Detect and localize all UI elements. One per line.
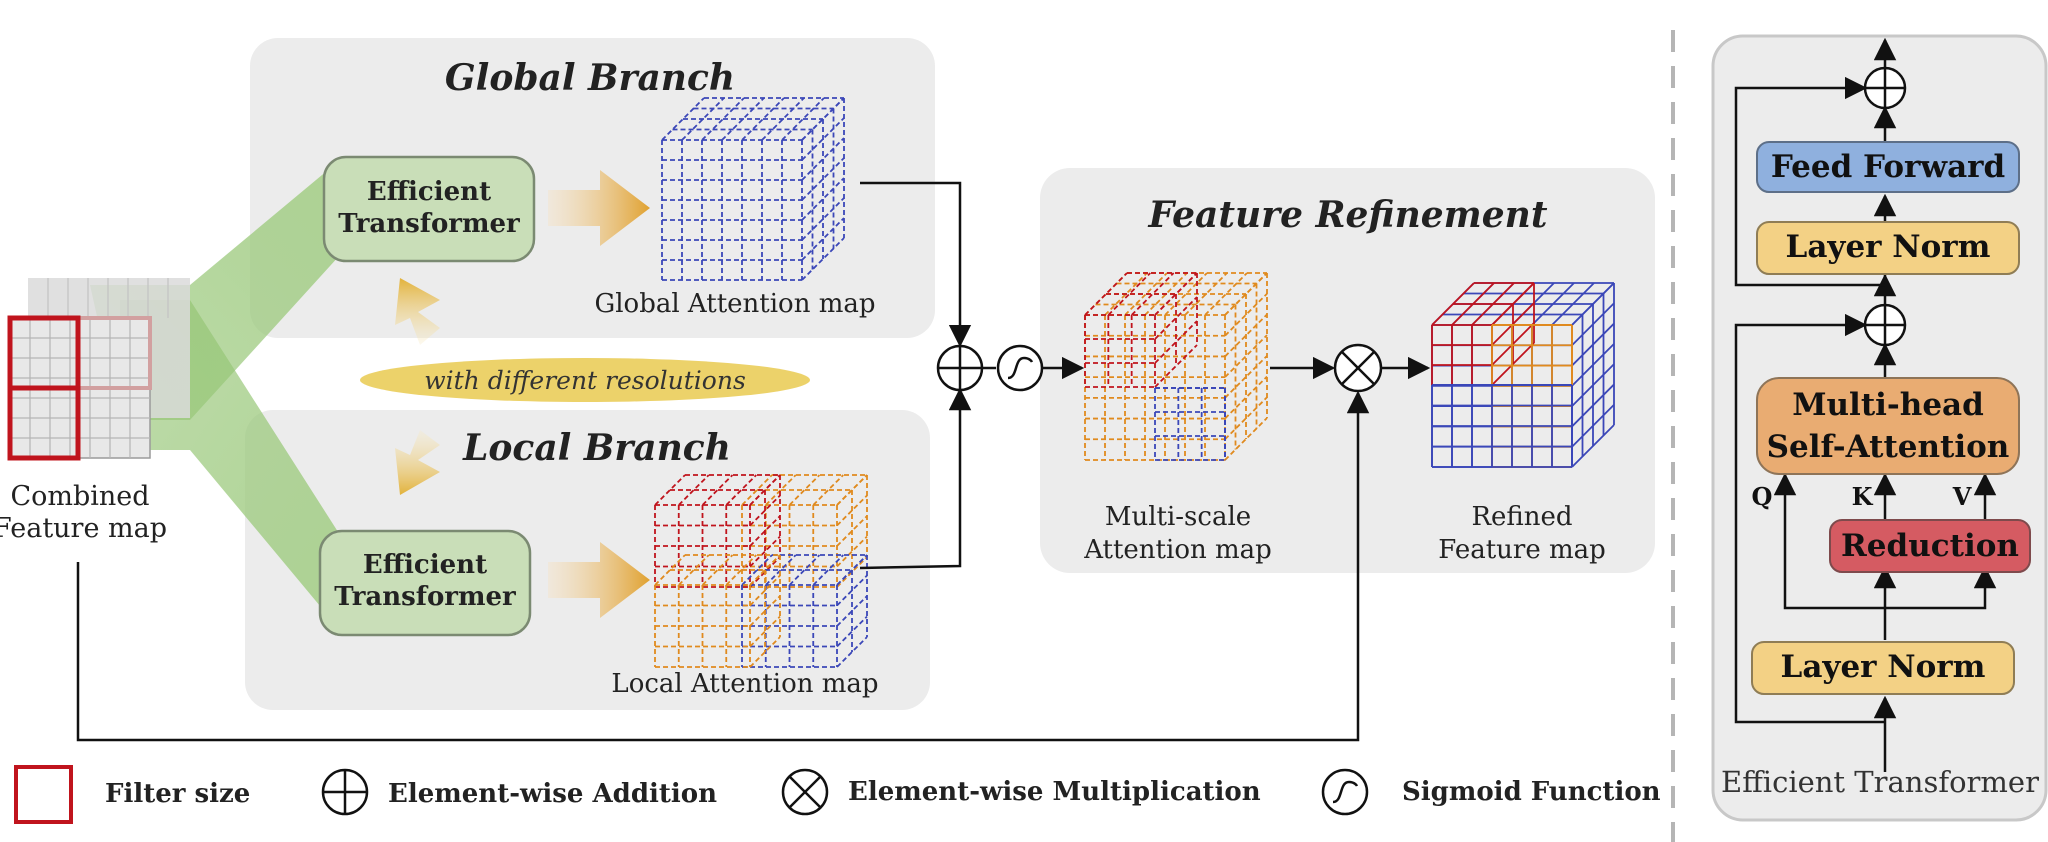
refined-label-line2: Feature map bbox=[1438, 535, 1606, 565]
local-to-add-connector bbox=[859, 387, 972, 570]
feed-forward-box bbox=[1756, 141, 2020, 193]
resolution-ellipse bbox=[360, 358, 810, 402]
resolution-note: with different resolutions bbox=[424, 366, 746, 395]
mhsa-label-line2: Self-Attention bbox=[1767, 429, 2010, 465]
refined-label-line1: Refined bbox=[1471, 502, 1572, 532]
up-yellow-arrow bbox=[395, 278, 440, 345]
legend-multiplication-icon bbox=[781, 768, 829, 816]
multiscale-label-line1: Multi-scale bbox=[1105, 502, 1251, 532]
element-wise-addition-node bbox=[936, 344, 984, 392]
local-transformer-label-line2: Transformer bbox=[334, 582, 516, 612]
mhsa-box bbox=[1756, 377, 2020, 475]
legend-filter-size-label: Filter size bbox=[105, 779, 250, 809]
legend-addition-label: Element-wise Addition bbox=[388, 779, 717, 809]
multiscale-attention-cube bbox=[1084, 272, 1268, 461]
efficient-transformer-caption: Efficient Transformer bbox=[1721, 765, 2039, 799]
local-attention-map-label: Local Attention map bbox=[611, 669, 878, 699]
global-orange-arrow bbox=[548, 170, 650, 246]
legend-filter-size-swatch bbox=[14, 765, 73, 824]
global-to-add-connector bbox=[860, 181, 972, 348]
refined-feature-cube bbox=[1431, 282, 1615, 468]
combined-map-label-line2: Feature map bbox=[0, 513, 167, 544]
layer-norm-top-label: Layer Norm bbox=[1786, 229, 1991, 265]
legend-sigmoid-label: Sigmoid Function bbox=[1402, 777, 1661, 807]
local-branch-title: Local Branch bbox=[462, 427, 731, 469]
layer-norm-bottom-label: Layer Norm bbox=[1781, 649, 1986, 685]
layer-norm-bottom-box bbox=[1751, 641, 2015, 695]
legend-addition-icon bbox=[321, 768, 369, 816]
global-transformer-label-line2: Transformer bbox=[338, 209, 520, 239]
layer-norm-top-box bbox=[1756, 221, 2020, 275]
reduction-label: Reduction bbox=[1841, 528, 2019, 564]
skip-connection bbox=[76, 390, 1370, 742]
global-attention-map-label: Global Attention map bbox=[594, 289, 875, 319]
v-label: V bbox=[1952, 482, 1972, 511]
local-transformer-label-line1: Efficient bbox=[363, 550, 487, 580]
local-efficient-transformer-box bbox=[318, 529, 532, 637]
legend-sigmoid-icon bbox=[1321, 768, 1369, 816]
global-transformer-label-line1: Efficient bbox=[367, 177, 491, 207]
legend-multiplication-label: Element-wise Multiplication bbox=[848, 777, 1261, 807]
feed-forward-label: Feed Forward bbox=[1771, 149, 2005, 185]
element-wise-multiplication-node bbox=[1333, 343, 1383, 393]
sigmoid-node bbox=[996, 344, 1044, 392]
local-orange-arrow bbox=[548, 542, 650, 618]
down-yellow-arrow bbox=[395, 430, 440, 495]
reduction-box bbox=[1829, 519, 2031, 573]
mhsa-label-line1: Multi-head bbox=[1792, 387, 1984, 423]
k-label: K bbox=[1852, 482, 1874, 511]
combined-map-label-line1: Combined bbox=[10, 481, 149, 512]
global-attention-cube bbox=[661, 97, 845, 281]
feature-refinement-title: Feature Refinement bbox=[1148, 194, 1548, 236]
global-efficient-transformer-box bbox=[322, 155, 536, 263]
combined-feature-map bbox=[7, 278, 190, 461]
multiscale-label-line2: Attention map bbox=[1083, 535, 1272, 565]
global-branch-panel bbox=[250, 38, 935, 338]
q-label: Q bbox=[1752, 482, 1773, 511]
local-attention-cubes bbox=[654, 474, 868, 668]
global-branch-title: Global Branch bbox=[445, 57, 735, 99]
